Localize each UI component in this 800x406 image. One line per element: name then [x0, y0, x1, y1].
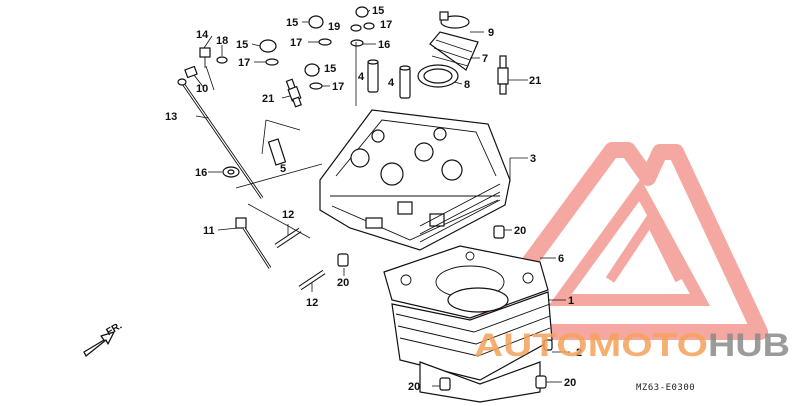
seal-16 [350, 39, 364, 47]
pin-12-upper [274, 227, 302, 249]
callout-20: 20 [408, 381, 420, 393]
callout-12: 12 [282, 209, 294, 221]
callout-15: 15 [286, 17, 298, 29]
cap-15-c [355, 6, 369, 18]
watermark-triangle-icon [470, 142, 768, 340]
intake-assembly [417, 11, 479, 88]
callout-13: 13 [165, 111, 177, 123]
callout-10: 10 [196, 83, 208, 95]
seal-17-b [318, 38, 332, 46]
callout-6: 6 [558, 253, 564, 265]
clamp-8 [417, 64, 459, 88]
washer-18 [216, 45, 228, 64]
callout-20: 20 [514, 225, 526, 237]
head-fins [419, 183, 501, 243]
watermark-brand-automoto: AUTOMOTO [474, 327, 708, 363]
cap-15-a [259, 39, 277, 53]
spark-plug-21-right [497, 55, 509, 95]
callout-18: 18 [216, 35, 228, 47]
callout-21: 21 [262, 93, 274, 105]
callout-14: 14 [196, 29, 209, 41]
dowel-20-c [439, 377, 451, 391]
watermark-logo [470, 142, 768, 340]
callout-17: 17 [380, 19, 392, 31]
watermark-brand-hub: HUB [708, 327, 790, 363]
callout-17: 17 [290, 37, 302, 49]
callout-21: 21 [529, 75, 541, 87]
callout-15: 15 [324, 63, 336, 75]
bolt-11 [235, 217, 272, 269]
callout-labels: 14 18 15 17 10 13 16 11 12 12 15 19 15 1… [165, 5, 582, 393]
cylinder-head-3 [319, 109, 511, 251]
caps-and-seals [259, 6, 375, 90]
callout-1: 1 [568, 295, 574, 307]
cap-15-b [308, 15, 324, 29]
cylinder-1 [391, 287, 553, 403]
pushrod-4-right [399, 65, 411, 99]
callout-15: 15 [372, 5, 384, 17]
callout-17: 17 [238, 57, 250, 69]
front-arrow-icon [83, 331, 115, 357]
callout-15: 15 [236, 39, 248, 51]
callout-17: 17 [332, 81, 344, 93]
ring-19 [350, 24, 362, 32]
left-fasteners [177, 45, 326, 291]
washer-16 [222, 166, 240, 178]
seal-17-d [309, 82, 323, 90]
intake-joint-7 [429, 31, 479, 71]
drawing-code: MZ63-E0300 [636, 383, 695, 393]
callout-8: 8 [464, 79, 470, 91]
bolt-14 [199, 47, 211, 68]
spark-plug-21-left [285, 78, 302, 108]
callout-5: 5 [280, 163, 286, 175]
callout-9: 9 [488, 27, 494, 39]
callout-2: 2 [576, 347, 582, 359]
cap-15-d [304, 63, 320, 77]
stud-13 [177, 78, 264, 199]
dowel-20-a [493, 225, 505, 239]
dowel-20-d [535, 375, 547, 389]
valve-guide-5 [267, 138, 287, 166]
callout-4: 4 [388, 77, 395, 89]
front-arrow-label: FR. [105, 320, 125, 338]
callout-7: 7 [482, 53, 488, 65]
callout-11: 11 [203, 225, 215, 237]
pushrod-4-left [367, 59, 379, 93]
seal-17-a [265, 58, 279, 66]
callout-19: 19 [328, 21, 340, 33]
callout-20: 20 [337, 277, 349, 289]
callout-16: 16 [378, 39, 390, 51]
leader-lines [195, 9, 570, 387]
dowel-2 [543, 339, 553, 351]
callout-16: 16 [195, 167, 207, 179]
clamp-9 [439, 11, 470, 29]
front-direction-arrow: FR. [83, 320, 125, 357]
callout-3: 3 [530, 153, 536, 165]
bolt-10 [184, 65, 215, 91]
seal-17-c [363, 22, 375, 30]
dowel-20-b [337, 253, 349, 267]
callout-4: 4 [358, 71, 365, 83]
pin-12-lower [298, 269, 326, 291]
callout-20: 20 [564, 377, 576, 389]
watermark-wordmark: AUTOMOTO HUB [474, 327, 790, 363]
dowel-pins-20 [337, 225, 553, 391]
callout-12: 12 [306, 297, 318, 309]
